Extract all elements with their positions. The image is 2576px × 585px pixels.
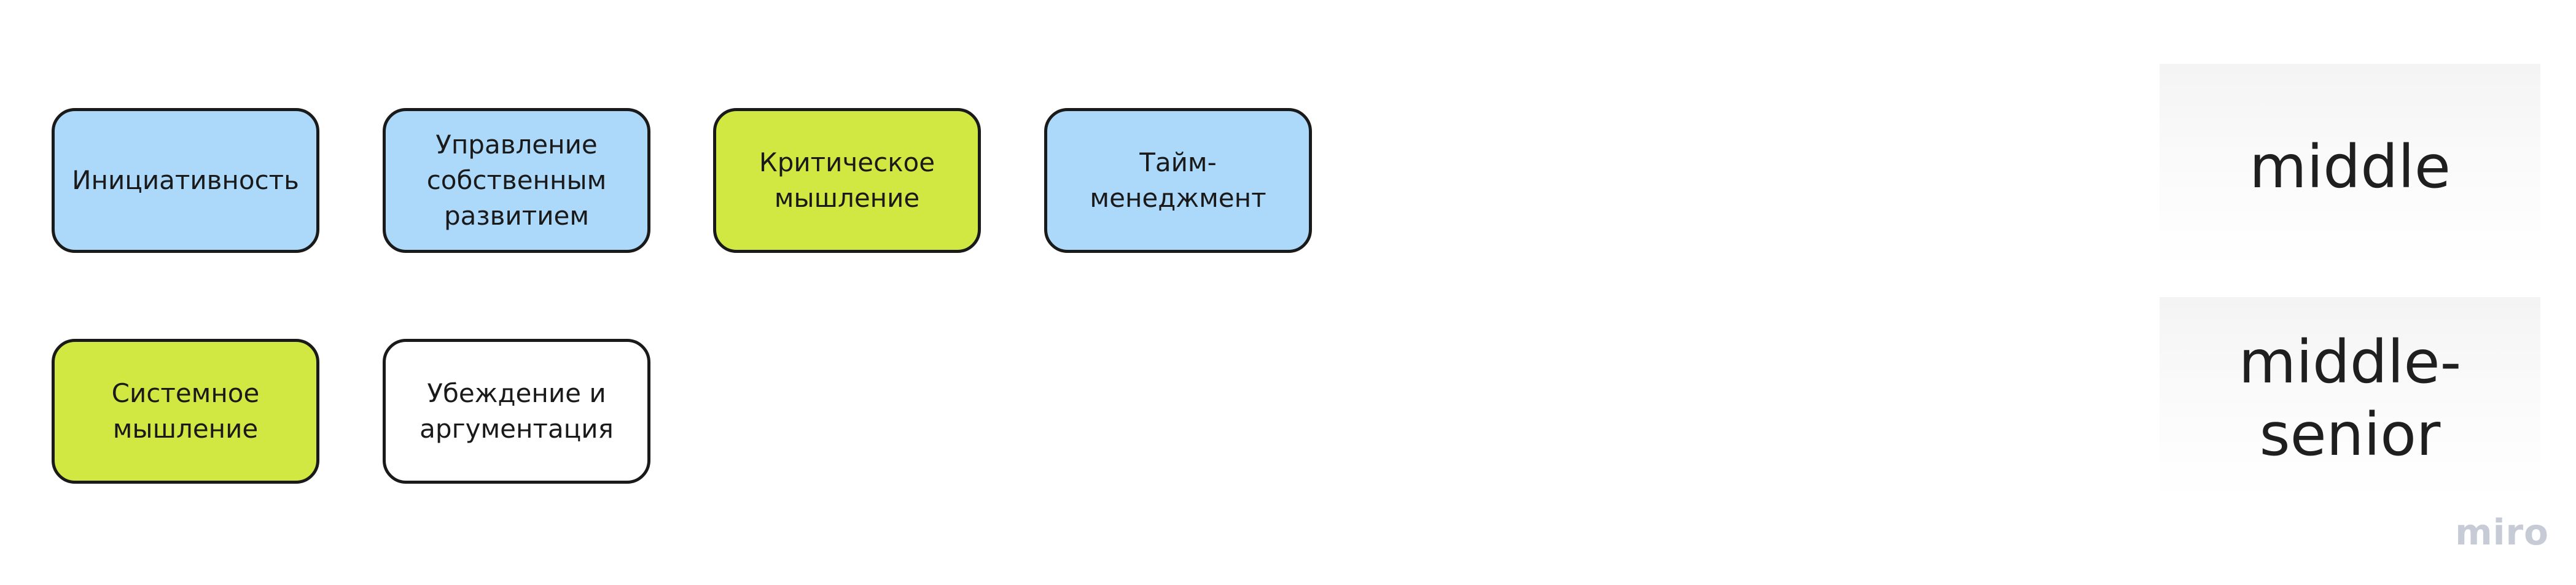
skill-card-self-development[interactable]: Управление собственным развитием bbox=[383, 108, 650, 253]
skill-card-label: Убеждение и аргументация bbox=[420, 378, 614, 444]
skill-card-label: Критическое мышление bbox=[759, 147, 935, 213]
skill-card-persuasion[interactable]: Убеждение и аргументация bbox=[383, 339, 650, 484]
sticky-note-middle[interactable]: middle bbox=[2160, 64, 2540, 270]
skill-card-critical-thinking[interactable]: Критическое мышление bbox=[713, 108, 981, 253]
sticky-note-label: middle bbox=[2249, 133, 2451, 201]
sticky-note-middle-senior[interactable]: middle- senior bbox=[2160, 297, 2540, 500]
miro-watermark-logo: miro bbox=[2455, 511, 2549, 553]
skill-card-label: Тайм-менеджмент bbox=[1090, 147, 1267, 213]
skill-card-initiative[interactable]: Инициативность bbox=[52, 108, 319, 253]
skill-card-time-management[interactable]: Тайм-менеджмент bbox=[1044, 108, 1312, 253]
skill-card-label: Инициативность bbox=[72, 165, 299, 195]
sticky-note-label: middle- senior bbox=[2238, 328, 2462, 469]
skill-card-label: Системное мышление bbox=[111, 378, 260, 444]
skill-card-label: Управление собственным развитием bbox=[426, 130, 607, 231]
skill-card-systems-thinking[interactable]: Системное мышление bbox=[52, 339, 319, 484]
